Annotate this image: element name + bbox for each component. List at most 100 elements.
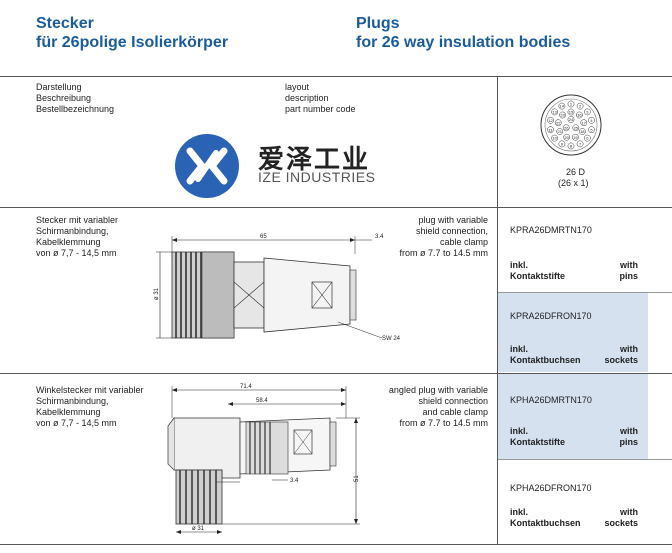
variant-contact-de: Kontaktstifte xyxy=(510,437,566,447)
legend-de-code: Bestellbezeichnung xyxy=(36,104,115,114)
contact-pin xyxy=(567,108,575,116)
contact-pin xyxy=(554,119,562,127)
contact-pin xyxy=(580,119,588,127)
legend-de-layout: Darstellung xyxy=(36,82,82,92)
legend-en-layout: layout xyxy=(285,82,310,92)
row2-desc-en-line: shield connection xyxy=(418,396,488,406)
contact-pin xyxy=(584,108,591,116)
row1-desc-de-line: Stecker mit variabler xyxy=(36,215,119,225)
contact-pin-number: 13 xyxy=(552,110,557,115)
row2-desc-en-line: from ø 7.7 to 14.5 mm xyxy=(399,418,488,428)
contact-pin xyxy=(576,102,584,110)
contact-pin xyxy=(547,116,554,124)
row1-desc-en-line: shield connection, xyxy=(415,226,488,236)
dim-diameter: ø 31 xyxy=(154,287,160,300)
variant-inkl: inkl. xyxy=(510,344,529,354)
insulation-ways: (26 x 1) xyxy=(558,178,589,188)
contact-pin xyxy=(572,133,579,141)
contact-pin-number: 21 xyxy=(557,129,562,134)
contact-pin-number: 6 xyxy=(586,136,589,141)
variant-shade xyxy=(498,292,648,372)
contact-pin-number: 11 xyxy=(548,127,553,132)
row1-desc-de: Stecker mit variabler Schirmanbindung, K… xyxy=(36,215,118,259)
contact-pin-number: 24 xyxy=(569,117,574,122)
title-en: Plugs for 26 way insulation bodies xyxy=(356,14,570,52)
contact-pin-number: 15 xyxy=(569,110,574,115)
variant-code: KPHA26DMRTN170 xyxy=(510,395,592,405)
watermark-en: IZE INDUSTRIES xyxy=(258,169,376,185)
dim-offset: 3.4 xyxy=(375,234,384,240)
variant-contact-de: Kontaktstifte xyxy=(510,271,566,281)
variant-code: KPHA26DFRON170 xyxy=(510,483,592,493)
contact-pin xyxy=(578,128,586,135)
contact-pin xyxy=(567,100,575,108)
row1-desc-en-line: from ø 7.7 to 14.5 mm xyxy=(399,248,488,258)
row2-desc-en: angled plug with variable shield connect… xyxy=(360,385,488,429)
row1-desc-de-line: von ø 7,7 - 14,5 mm xyxy=(36,248,117,258)
dim-diameter: ø 31 xyxy=(192,526,205,532)
contact-pin-number: 2 xyxy=(579,104,582,109)
row2-desc-de-line: Schirmanbindung, xyxy=(36,396,109,406)
contact-pin xyxy=(558,102,566,110)
contact-pin-number: 3 xyxy=(586,110,589,115)
contact-pin xyxy=(551,108,558,116)
variant-code: KPRA26DFRON170 xyxy=(510,311,592,321)
variant-contact-de: Kontaktbuchsen xyxy=(510,518,581,528)
contact-pin xyxy=(572,124,580,132)
column-divider xyxy=(497,76,498,544)
contact-pin xyxy=(567,142,575,150)
dim-length: 65 xyxy=(260,234,267,240)
contact-pin-number: 10 xyxy=(552,136,557,141)
row2-desc-de: Winkelstecker mit variabler Schirmanbind… xyxy=(36,385,144,429)
row2-desc-en-line: angled plug with variable xyxy=(388,385,488,395)
row2-rule xyxy=(0,373,672,374)
bottom-rule xyxy=(0,544,672,545)
contact-pin-number: 23 xyxy=(560,113,565,118)
variant-contact-en: sockets xyxy=(604,518,638,528)
row2-desc-de-line: Winkelstecker mit variabler xyxy=(36,385,144,395)
contact-pin-number: 16 xyxy=(577,113,582,118)
contact-pin-number: 12 xyxy=(548,118,553,123)
legend-de-description: Beschreibung xyxy=(36,93,92,103)
contact-pin xyxy=(588,116,595,124)
variant-inkl: inkl. xyxy=(510,426,529,436)
watermark-cn: 爱泽工业 xyxy=(258,145,371,175)
contact-pin xyxy=(576,111,583,119)
contact-pin-number: 17 xyxy=(582,120,587,125)
variant-rule xyxy=(498,292,672,293)
contact-pin-number: 19 xyxy=(573,135,578,140)
contact-pin xyxy=(567,116,575,123)
row1-desc-de-line: Kabelklemmung xyxy=(36,237,101,247)
row1-desc-en: plug with variable shield connection, ca… xyxy=(370,215,488,259)
title-en-line1: Plugs xyxy=(356,15,400,32)
variant-inkl: inkl. xyxy=(510,260,529,270)
row1-desc-en-line: cable clamp xyxy=(439,237,488,247)
variant-contact-en: pins xyxy=(619,271,638,281)
dim-offset: 3.4 xyxy=(290,478,299,484)
variant-with: with xyxy=(620,426,638,436)
contact-pin-number: 8 xyxy=(570,144,573,149)
legend-de: Darstellung Beschreibung Bestellbezeichn… xyxy=(36,82,114,115)
row1-desc-en-line: plug with variable xyxy=(418,215,488,225)
variant-contact-en: pins xyxy=(619,437,638,447)
angled-plug-drawing: 71.4 58.4 3.4 51 ø 31 xyxy=(167,384,360,534)
variant-with: with xyxy=(620,344,638,354)
title-de-line2: für 26polige Isolierkörper xyxy=(36,34,229,51)
title-de: Stecker für 26polige Isolierkörper xyxy=(36,14,228,52)
contact-pin xyxy=(551,134,558,142)
contact-pin xyxy=(562,124,570,132)
top-rule xyxy=(0,76,672,77)
row1-rule xyxy=(0,207,672,208)
contact-pin-number: 25 xyxy=(574,125,579,130)
contact-pin xyxy=(563,133,570,141)
row2-desc-en-line: and cable clamp xyxy=(422,407,488,417)
row2-desc-de-line: Kabelklemmung xyxy=(36,407,101,417)
contact-pin xyxy=(547,126,554,134)
legend-en-code: part number code xyxy=(285,104,356,114)
dim-inner: 58.4 xyxy=(256,398,268,404)
variant-inkl: inkl. xyxy=(510,507,529,517)
contact-pin-number: 7 xyxy=(579,142,582,147)
contact-pin-number: 20 xyxy=(564,135,569,140)
dim-length: 71.4 xyxy=(240,384,252,390)
